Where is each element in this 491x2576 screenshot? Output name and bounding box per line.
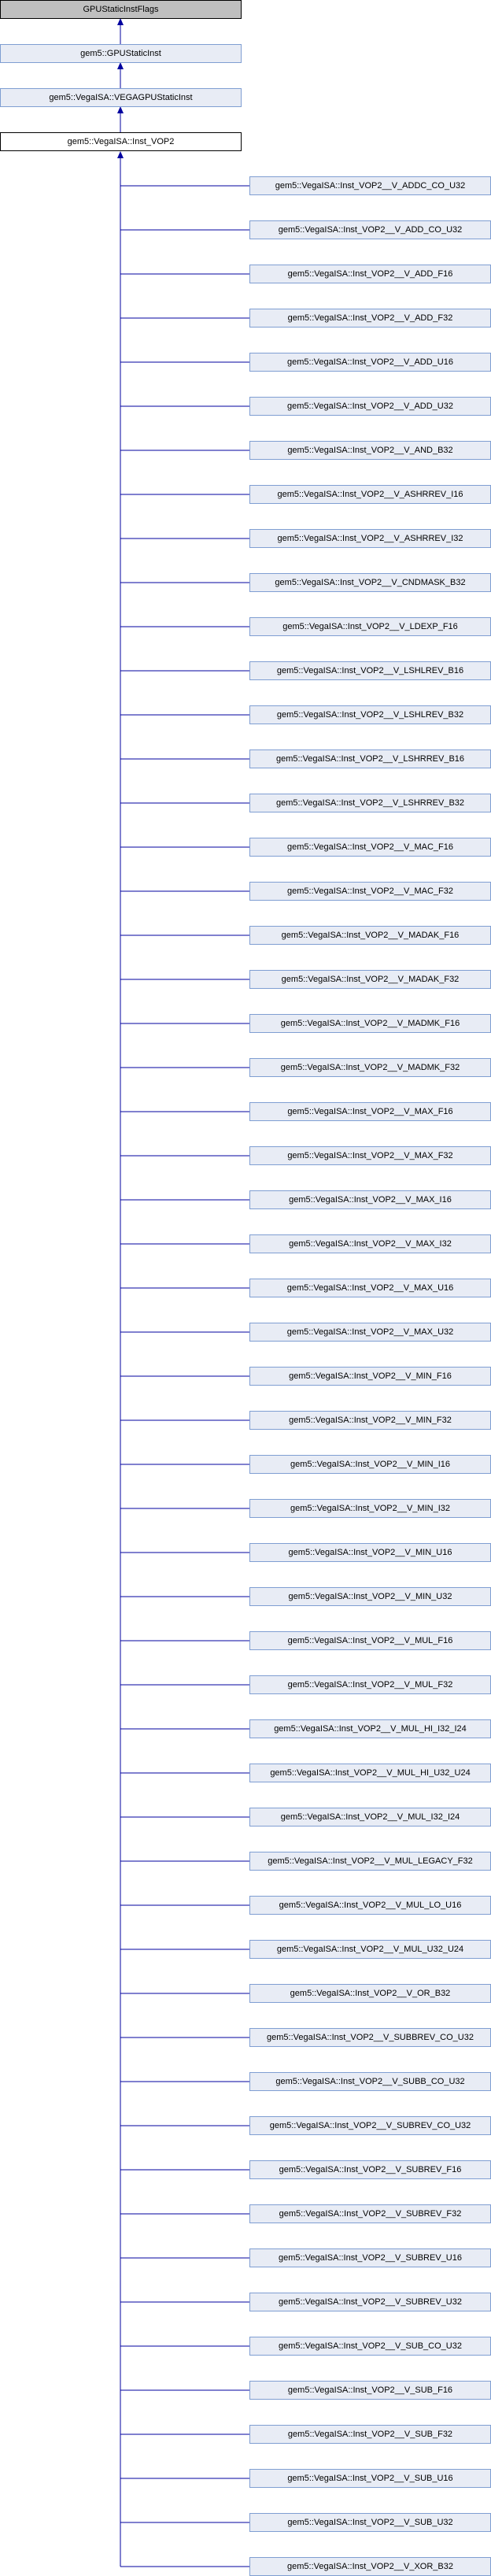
derived-class-node[interactable]: gem5::VegaISA::Inst_VOP2__V_ASHRREV_I16	[249, 485, 491, 504]
derived-class-node[interactable]: gem5::VegaISA::Inst_VOP2__V_MADMK_F16	[249, 1014, 491, 1033]
derived-class-node[interactable]: gem5::VegaISA::Inst_VOP2__V_LDEXP_F16	[249, 617, 491, 636]
derived-class-node[interactable]: gem5::VegaISA::Inst_VOP2__V_MUL_HI_U32_U…	[249, 1764, 491, 1782]
derived-class-node[interactable]: gem5::VegaISA::Inst_VOP2__V_CNDMASK_B32	[249, 573, 491, 592]
derived-class-node[interactable]: gem5::VegaISA::Inst_VOP2__V_SUB_CO_U32	[249, 2337, 491, 2356]
derived-class-node[interactable]: gem5::VegaISA::Inst_VOP2__V_SUBREV_F16	[249, 2160, 491, 2179]
derived-class-node[interactable]: gem5::VegaISA::Inst_VOP2__V_MIN_I32	[249, 1499, 491, 1518]
derived-class-node[interactable]: gem5::VegaISA::Inst_VOP2__V_MIN_F32	[249, 1411, 491, 1430]
derived-class-node[interactable]: gem5::VegaISA::Inst_VOP2__V_MAX_I16	[249, 1190, 491, 1209]
derived-class-node[interactable]: gem5::VegaISA::Inst_VOP2__V_MAC_F16	[249, 838, 491, 857]
derived-class-node[interactable]: gem5::VegaISA::Inst_VOP2__V_SUB_U16	[249, 2469, 491, 2488]
derived-class-node[interactable]: gem5::VegaISA::Inst_VOP2__V_SUBBREV_CO_U…	[249, 2028, 491, 2047]
derived-class-node[interactable]: gem5::VegaISA::Inst_VOP2__V_MUL_I32_I24	[249, 1808, 491, 1827]
derived-class-node[interactable]: gem5::VegaISA::Inst_VOP2__V_ADDC_CO_U32	[249, 176, 491, 195]
derived-class-node[interactable]: gem5::VegaISA::Inst_VOP2__V_XOR_B32	[249, 2557, 491, 2576]
derived-class-node[interactable]: gem5::VegaISA::Inst_VOP2__V_MADAK_F32	[249, 970, 491, 989]
derived-class-node[interactable]: gem5::VegaISA::Inst_VOP2__V_MUL_F32	[249, 1675, 491, 1694]
derived-class-node[interactable]: gem5::VegaISA::Inst_VOP2__V_MUL_HI_I32_I…	[249, 1719, 491, 1738]
derived-class-node[interactable]: gem5::VegaISA::Inst_VOP2__V_MIN_I16	[249, 1455, 491, 1474]
derived-class-node[interactable]: gem5::VegaISA::Inst_VOP2__V_LSHRREV_B16	[249, 749, 491, 768]
ancestor-class-node[interactable]: gem5::GPUStaticInst	[0, 44, 242, 63]
current-class-node: gem5::VegaISA::Inst_VOP2	[0, 132, 242, 151]
derived-class-node[interactable]: gem5::VegaISA::Inst_VOP2__V_SUB_U32	[249, 2513, 491, 2532]
derived-class-node[interactable]: gem5::VegaISA::Inst_VOP2__V_SUBREV_U16	[249, 2248, 491, 2267]
arrow-head-icon	[117, 151, 124, 158]
derived-class-node[interactable]: gem5::VegaISA::Inst_VOP2__V_ADD_U16	[249, 353, 491, 372]
derived-class-node[interactable]: gem5::VegaISA::Inst_VOP2__V_ADD_F32	[249, 309, 491, 328]
derived-class-node[interactable]: gem5::VegaISA::Inst_VOP2__V_MUL_LO_U16	[249, 1896, 491, 1915]
derived-class-node[interactable]: gem5::VegaISA::Inst_VOP2__V_LSHRREV_B32	[249, 794, 491, 812]
derived-class-node[interactable]: gem5::VegaISA::Inst_VOP2__V_SUBREV_U32	[249, 2293, 491, 2311]
derived-class-node[interactable]: gem5::VegaISA::Inst_VOP2__V_MADAK_F16	[249, 926, 491, 945]
arrow-head-icon	[117, 106, 124, 113]
derived-class-node[interactable]: gem5::VegaISA::Inst_VOP2__V_AND_B32	[249, 441, 491, 460]
derived-class-node[interactable]: gem5::VegaISA::Inst_VOP2__V_MAC_F32	[249, 882, 491, 901]
derived-class-node[interactable]: gem5::VegaISA::Inst_VOP2__V_MAX_F32	[249, 1146, 491, 1165]
derived-class-node[interactable]: gem5::VegaISA::Inst_VOP2__V_MIN_F16	[249, 1367, 491, 1386]
derived-class-node[interactable]: gem5::VegaISA::Inst_VOP2__V_ASHRREV_I32	[249, 529, 491, 548]
derived-class-node[interactable]: gem5::VegaISA::Inst_VOP2__V_MAX_F16	[249, 1102, 491, 1121]
derived-class-node[interactable]: gem5::VegaISA::Inst_VOP2__V_MAX_U32	[249, 1323, 491, 1342]
derived-class-node[interactable]: gem5::VegaISA::Inst_VOP2__V_MIN_U16	[249, 1543, 491, 1562]
arrow-head-icon	[117, 18, 124, 25]
ancestor-class-node[interactable]: GPUStaticInstFlags	[0, 0, 242, 19]
derived-class-node[interactable]: gem5::VegaISA::Inst_VOP2__V_MUL_U32_U24	[249, 1940, 491, 1959]
derived-class-node[interactable]: gem5::VegaISA::Inst_VOP2__V_ADD_CO_U32	[249, 220, 491, 239]
derived-class-node[interactable]: gem5::VegaISA::Inst_VOP2__V_ADD_F16	[249, 265, 491, 283]
arrow-head-icon	[117, 62, 124, 69]
derived-class-node[interactable]: gem5::VegaISA::Inst_VOP2__V_SUB_F32	[249, 2425, 491, 2444]
derived-class-node[interactable]: gem5::VegaISA::Inst_VOP2__V_MAX_I32	[249, 1234, 491, 1253]
derived-class-node[interactable]: gem5::VegaISA::Inst_VOP2__V_OR_B32	[249, 1984, 491, 2003]
derived-class-node[interactable]: gem5::VegaISA::Inst_VOP2__V_LSHLREV_B32	[249, 705, 491, 724]
derived-class-node[interactable]: gem5::VegaISA::Inst_VOP2__V_SUB_F16	[249, 2381, 491, 2400]
ancestor-class-node[interactable]: gem5::VegaISA::VEGAGPUStaticInst	[0, 88, 242, 107]
derived-class-node[interactable]: gem5::VegaISA::Inst_VOP2__V_SUBREV_F32	[249, 2204, 491, 2223]
derived-class-node[interactable]: gem5::VegaISA::Inst_VOP2__V_SUBREV_CO_U3…	[249, 2116, 491, 2135]
derived-class-node[interactable]: gem5::VegaISA::Inst_VOP2__V_LSHLREV_B16	[249, 661, 491, 680]
derived-class-node[interactable]: gem5::VegaISA::Inst_VOP2__V_MIN_U32	[249, 1587, 491, 1606]
derived-class-node[interactable]: gem5::VegaISA::Inst_VOP2__V_MUL_LEGACY_F…	[249, 1852, 491, 1871]
derived-class-node[interactable]: gem5::VegaISA::Inst_VOP2__V_MAX_U16	[249, 1279, 491, 1297]
derived-class-node[interactable]: gem5::VegaISA::Inst_VOP2__V_MADMK_F32	[249, 1058, 491, 1077]
derived-class-node[interactable]: gem5::VegaISA::Inst_VOP2__V_MUL_F16	[249, 1631, 491, 1650]
derived-class-node[interactable]: gem5::VegaISA::Inst_VOP2__V_SUBB_CO_U32	[249, 2072, 491, 2091]
derived-class-node[interactable]: gem5::VegaISA::Inst_VOP2__V_ADD_U32	[249, 397, 491, 416]
